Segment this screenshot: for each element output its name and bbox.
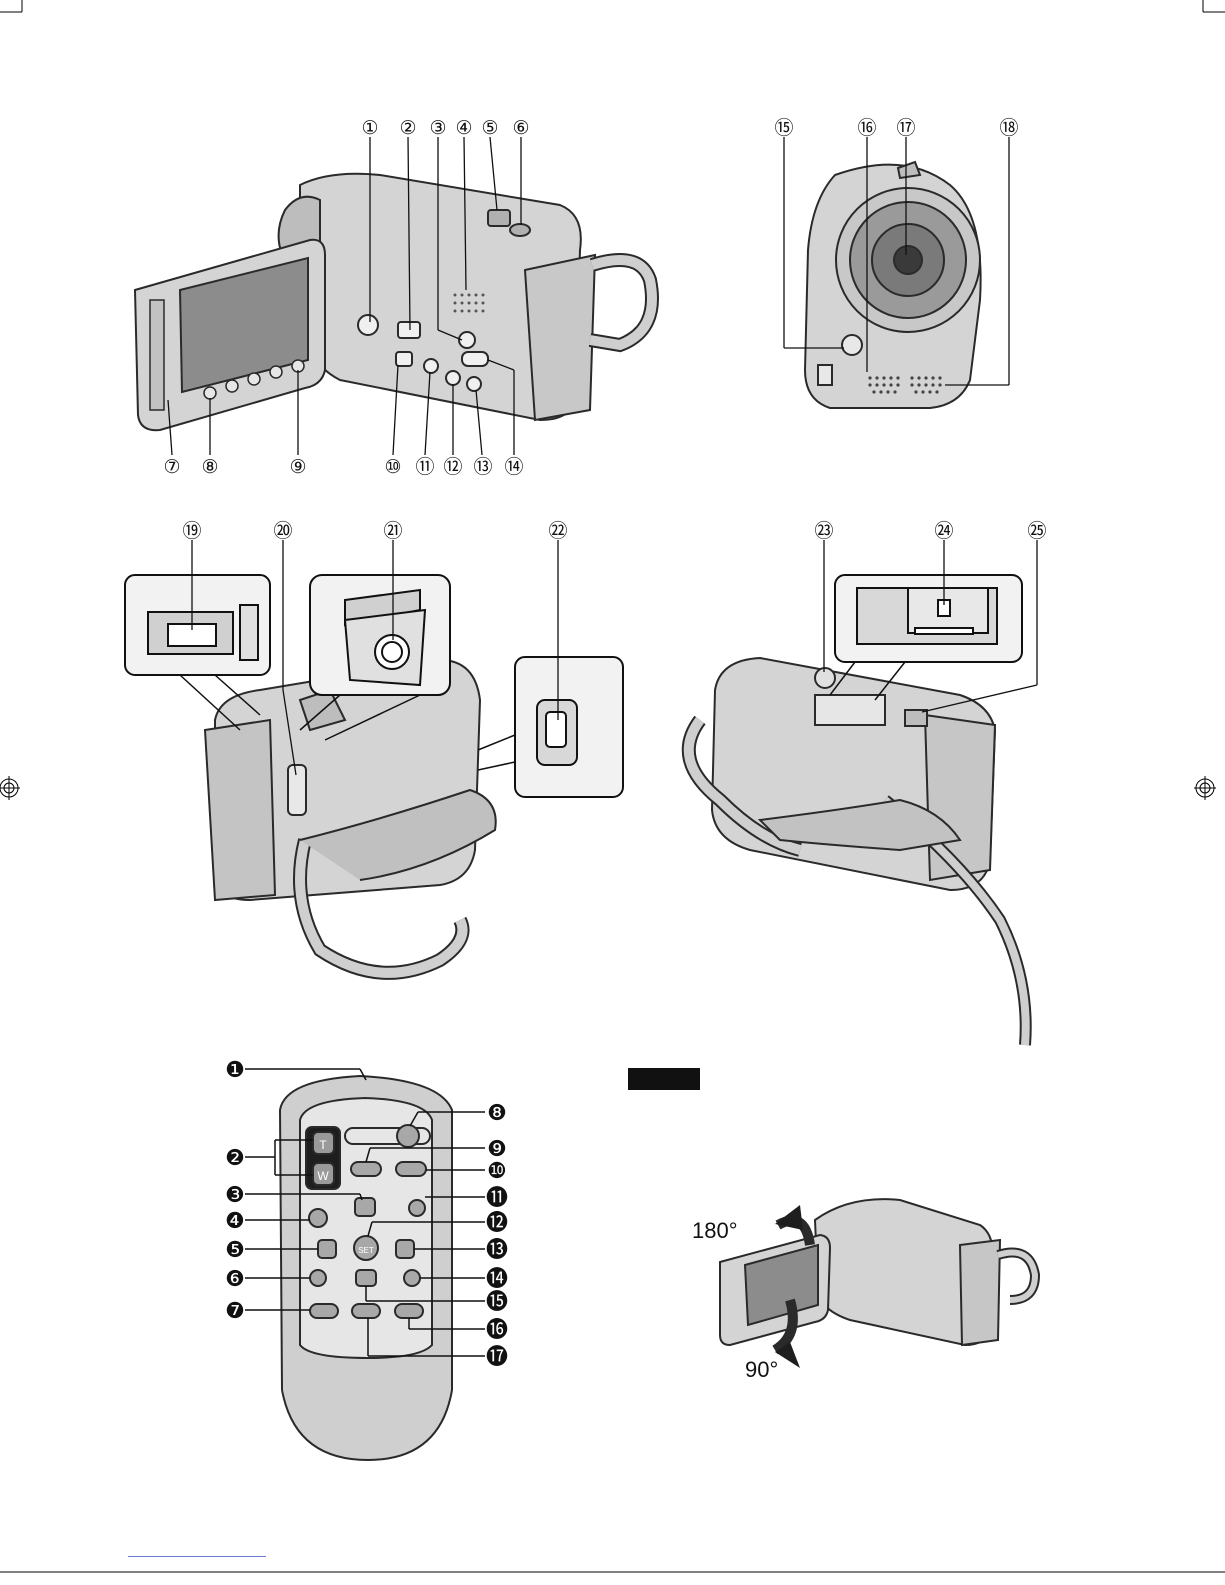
remote-callout-14: ⓮ bbox=[486, 1267, 508, 1292]
remote-zoom-w-label: W bbox=[317, 1169, 329, 1183]
registration-mark-left bbox=[0, 776, 20, 800]
callout-8: ⑧ bbox=[201, 456, 218, 478]
remote-set-label: SET bbox=[358, 1246, 374, 1255]
callout-7: ⑦ bbox=[163, 456, 180, 478]
remote-callout-10: ❿ bbox=[487, 1159, 507, 1184]
remote-callout-13: ⓭ bbox=[486, 1238, 508, 1263]
callout-12: ⑫ bbox=[443, 456, 462, 478]
side-view-callouts: ⑲ ⑳ ㉑ ㉒ bbox=[182, 520, 567, 542]
camcorder-side-illustration bbox=[205, 660, 496, 973]
callout-15: ⑮ bbox=[774, 117, 793, 139]
remote-callout-16: ⓰ bbox=[486, 1318, 508, 1343]
callout-25: ㉕ bbox=[1027, 520, 1046, 542]
remote-callout-12: ⓬ bbox=[486, 1211, 508, 1236]
camcorder-lcd-side-illustration bbox=[135, 174, 652, 430]
callout-4: ④ bbox=[455, 117, 472, 139]
callout-18: ⑱ bbox=[999, 117, 1018, 139]
callout-19: ⑲ bbox=[182, 520, 201, 542]
callout-16: ⑯ bbox=[857, 117, 876, 139]
callout-23: ㉓ bbox=[814, 520, 833, 542]
remote-callout-7: ❼ bbox=[225, 1299, 245, 1324]
callout-1: ① bbox=[361, 117, 378, 139]
callout-14: ⑭ bbox=[504, 456, 523, 478]
remote-callout-11: ⓫ bbox=[486, 1186, 508, 1211]
callout-21: ㉑ bbox=[383, 520, 402, 542]
remote-callout-17: ⓱ bbox=[486, 1345, 508, 1370]
remote-callout-1: ❶ bbox=[225, 1058, 245, 1083]
camcorder-bottom-illustration bbox=[689, 658, 1026, 1045]
callout-13: ⑬ bbox=[473, 456, 492, 478]
callout-24: ㉔ bbox=[934, 520, 953, 542]
section-tab bbox=[628, 1068, 700, 1090]
callout-17: ⑰ bbox=[896, 117, 915, 139]
callout-9: ⑨ bbox=[289, 456, 306, 478]
remote-zoom-t-label: T bbox=[319, 1138, 327, 1152]
remote-callout-8: ❽ bbox=[487, 1101, 507, 1126]
callout-3: ③ bbox=[429, 117, 446, 139]
callout-10: ⑩ bbox=[384, 456, 401, 478]
remote-callout-15: ⓯ bbox=[486, 1290, 508, 1315]
footer-link-rule bbox=[128, 1556, 266, 1557]
callout-5: ⑤ bbox=[481, 117, 498, 139]
angle-90-label: 90° bbox=[745, 1357, 778, 1382]
lens-view-callouts: ⑮ ⑯ ⑰ ⑱ bbox=[774, 117, 1018, 139]
remote-callout-6: ❻ bbox=[225, 1267, 245, 1292]
inset-terminal-22 bbox=[478, 657, 623, 797]
remote-callout-2: ❷ bbox=[225, 1146, 245, 1171]
angle-180-label: 180° bbox=[692, 1218, 738, 1243]
callout-11: ⑪ bbox=[415, 456, 434, 478]
remote-control-body bbox=[280, 1076, 452, 1460]
callout-6: ⑥ bbox=[512, 117, 529, 139]
callout-22: ㉒ bbox=[548, 520, 567, 542]
remote-callout-5: ❺ bbox=[225, 1238, 245, 1263]
lcd-rotation-illustration bbox=[720, 1199, 1035, 1350]
remote-callout-3: ❸ bbox=[225, 1183, 245, 1208]
callout-2: ② bbox=[399, 117, 416, 139]
callout-20: ⑳ bbox=[273, 520, 292, 542]
remote-callout-4: ❹ bbox=[225, 1209, 245, 1234]
camcorder-lens-illustration bbox=[805, 162, 981, 408]
bottom-view-callouts: ㉓ ㉔ ㉕ bbox=[814, 520, 1046, 542]
registration-mark-right bbox=[1194, 776, 1216, 800]
